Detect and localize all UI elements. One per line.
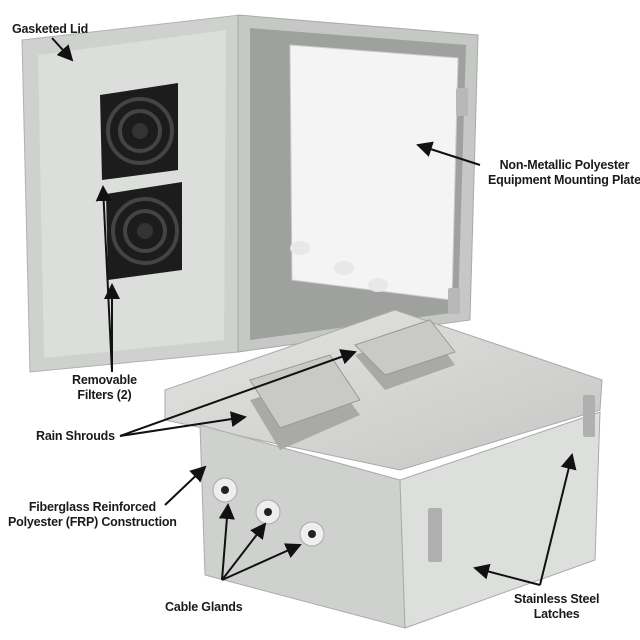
knockout <box>368 278 388 292</box>
label-line: Filters (2) <box>77 388 132 402</box>
closed-enclosure <box>164 309 603 629</box>
knockout <box>334 261 354 275</box>
mounting-plate <box>289 44 459 301</box>
label-line: Non-Metallic Polyester <box>499 158 630 172</box>
label-gasketed-lid: Gasketed Lid <box>12 22 89 36</box>
cable-gland <box>255 499 281 525</box>
knockout <box>290 241 310 255</box>
label-removable-filters: Removable Filters (2) <box>72 373 137 403</box>
label-latches: Stainless Steel Latches <box>514 592 599 622</box>
cable-gland <box>299 521 325 547</box>
latch <box>583 395 595 437</box>
callout-arrows <box>51 37 577 586</box>
filter-fan-bottom <box>106 182 182 280</box>
label-line: Removable <box>72 373 137 387</box>
label-line: Stainless Steel <box>514 592 600 606</box>
label-cable-glands: Cable Glands <box>165 600 243 614</box>
rain-shroud <box>354 319 456 390</box>
label-line: Polyester (FRP) Construction <box>8 515 177 529</box>
latch <box>428 508 442 562</box>
rain-shroud <box>249 354 361 450</box>
open-lid <box>21 14 241 373</box>
open-enclosure-body <box>237 14 479 353</box>
label-line: Equipment Mounting Plate <box>488 173 640 187</box>
label-frp-construction: Fiberglass Reinforced Polyester (FRP) Co… <box>8 500 177 530</box>
latch <box>448 288 460 314</box>
latch <box>456 88 468 116</box>
label-line: Fiberglass Reinforced <box>28 500 156 514</box>
cable-gland <box>212 477 238 503</box>
label-rain-shrouds: Rain Shrouds <box>36 429 115 443</box>
filter-fan-top <box>100 83 178 180</box>
label-mounting-plate: Non-Metallic Polyester Equipment Mountin… <box>488 158 640 188</box>
label-line: Latches <box>533 607 580 621</box>
